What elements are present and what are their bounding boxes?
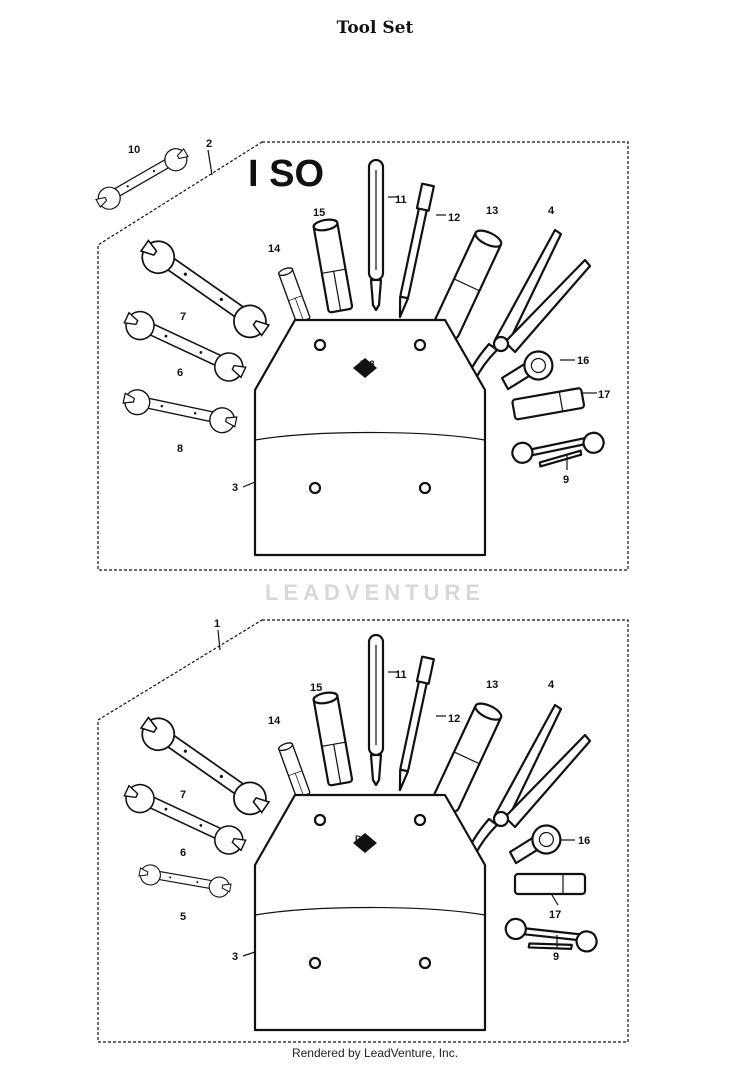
callout-12: 12 <box>448 212 460 224</box>
callout-16: 16 <box>578 835 590 847</box>
callout-11: 11 <box>395 194 407 206</box>
callout-10: 10 <box>128 144 140 156</box>
bar-icon <box>513 872 587 896</box>
page-title: Tool Set <box>336 18 414 38</box>
plug-wrench-large-icon <box>311 689 354 787</box>
callout-8: 8 <box>177 443 183 455</box>
wrench-8-icon <box>120 386 239 436</box>
callout-9: 9 <box>553 951 559 963</box>
callout-6: 6 <box>180 847 186 859</box>
callout-14: 14 <box>268 243 281 255</box>
callout-15: 15 <box>313 207 325 219</box>
wrench-5-icon <box>137 862 233 900</box>
callout-4: 4 <box>548 679 555 691</box>
watermark-text: LEADVENTURE <box>264 580 485 605</box>
bar-icon <box>510 386 586 421</box>
callout-5: 5 <box>180 911 186 923</box>
screwdriver-icon <box>367 633 385 787</box>
callout-17: 17 <box>598 389 610 401</box>
callout-13: 13 <box>486 679 498 691</box>
callout-3: 3 <box>232 951 238 963</box>
pouch-code: D-8 <box>360 359 375 369</box>
plug-wrench-large-icon <box>311 216 354 314</box>
tool-pouch-icon <box>253 793 487 1032</box>
mini-wrench-icon <box>502 916 600 961</box>
set-outline-bottom <box>97 619 629 1043</box>
callout-3: 3 <box>232 482 238 494</box>
callout-15: 15 <box>310 682 322 694</box>
callout-17: 17 <box>549 909 561 921</box>
callout-6: 6 <box>177 367 183 379</box>
callout-13: 13 <box>486 205 498 217</box>
plug-wrench-small-icon <box>277 265 311 324</box>
callout-4: 4 <box>548 205 555 217</box>
plug-wrench-small-icon <box>277 740 311 799</box>
callout-11: 11 <box>395 669 407 681</box>
wrench-10-icon <box>92 143 193 215</box>
callout-7: 7 <box>180 789 186 801</box>
ring-spanner-icon <box>497 348 557 391</box>
tool-pouch-icon <box>253 318 487 557</box>
mini-wrench-icon <box>509 430 607 472</box>
callout-7: 7 <box>180 311 186 323</box>
callout-2: 2 <box>206 138 212 150</box>
diagram-bottom: D-8 1 11 12 13 4 15 14 7 6 5 16 17 9 3 <box>97 618 629 1043</box>
iso-mark: I SO <box>248 153 324 195</box>
callout-9: 9 <box>563 474 569 486</box>
callout-12: 12 <box>448 713 460 725</box>
footer-credit: Rendered by LeadVenture, Inc. <box>291 1046 459 1060</box>
diagram-top: I SO D-8 10 2 11 12 13 4 15 14 7 6 8 16 <box>92 138 629 571</box>
pouch-code: D-8 <box>355 834 370 844</box>
screwdriver-icon <box>367 158 385 312</box>
callout-16: 16 <box>577 355 589 367</box>
set-outline-top <box>97 141 629 571</box>
ring-spanner-icon <box>505 822 565 865</box>
callout-14: 14 <box>268 715 281 727</box>
callout-1: 1 <box>214 618 220 630</box>
